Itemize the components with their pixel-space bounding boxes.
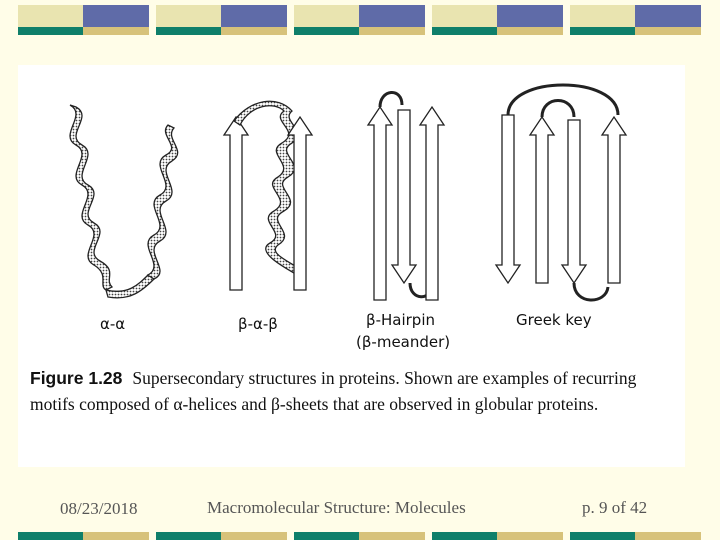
bottom-decorative-band	[0, 532, 720, 540]
figure-image: α-α β-α-β β-Hairpin (β-meander) Greek ke…	[18, 65, 685, 467]
band-block	[294, 532, 425, 540]
band-block	[156, 5, 287, 35]
footer-page-number: p. 9 of 42	[582, 498, 648, 517]
band-block	[432, 532, 563, 540]
beta-hairpin-motif	[366, 91, 446, 301]
supersecondary-structures-illustration	[69, 83, 628, 302]
band-block	[18, 532, 149, 540]
label-alpha-alpha: α-α	[100, 315, 126, 333]
figure-number: Figure 1.28	[30, 368, 123, 388]
alpha-alpha-motif	[69, 104, 179, 299]
caption-text: Supersecondary structures in proteins. S…	[30, 368, 637, 414]
label-beta-meander: (β-meander)	[356, 333, 451, 351]
band-block	[18, 5, 149, 35]
greek-key-motif	[494, 83, 628, 302]
footer-title: Macromolecular Structure: Molecules	[207, 498, 466, 517]
top-decorative-band	[0, 5, 720, 35]
label-beta-hairpin: β-Hairpin	[366, 311, 435, 329]
band-block	[432, 5, 563, 35]
beta-alpha-beta-motif	[222, 100, 314, 291]
label-greek-key: Greek key	[516, 311, 592, 329]
band-block	[156, 532, 287, 540]
band-block	[570, 5, 701, 35]
label-beta-alpha-beta: β-α-β	[238, 315, 278, 333]
footer-date: 08/23/2018	[60, 499, 138, 518]
band-block	[294, 5, 425, 35]
band-block	[570, 532, 701, 540]
